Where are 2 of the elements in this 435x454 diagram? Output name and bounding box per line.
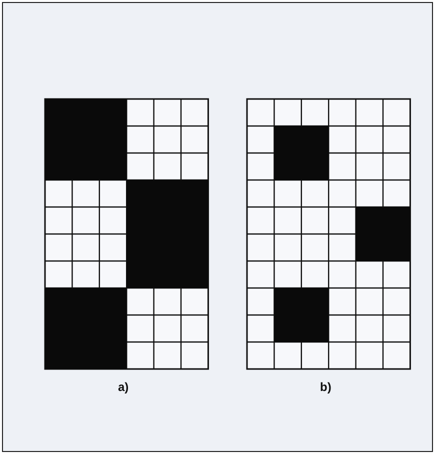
panel-label: a) — [118, 380, 129, 394]
panel-label: b) — [320, 380, 332, 394]
